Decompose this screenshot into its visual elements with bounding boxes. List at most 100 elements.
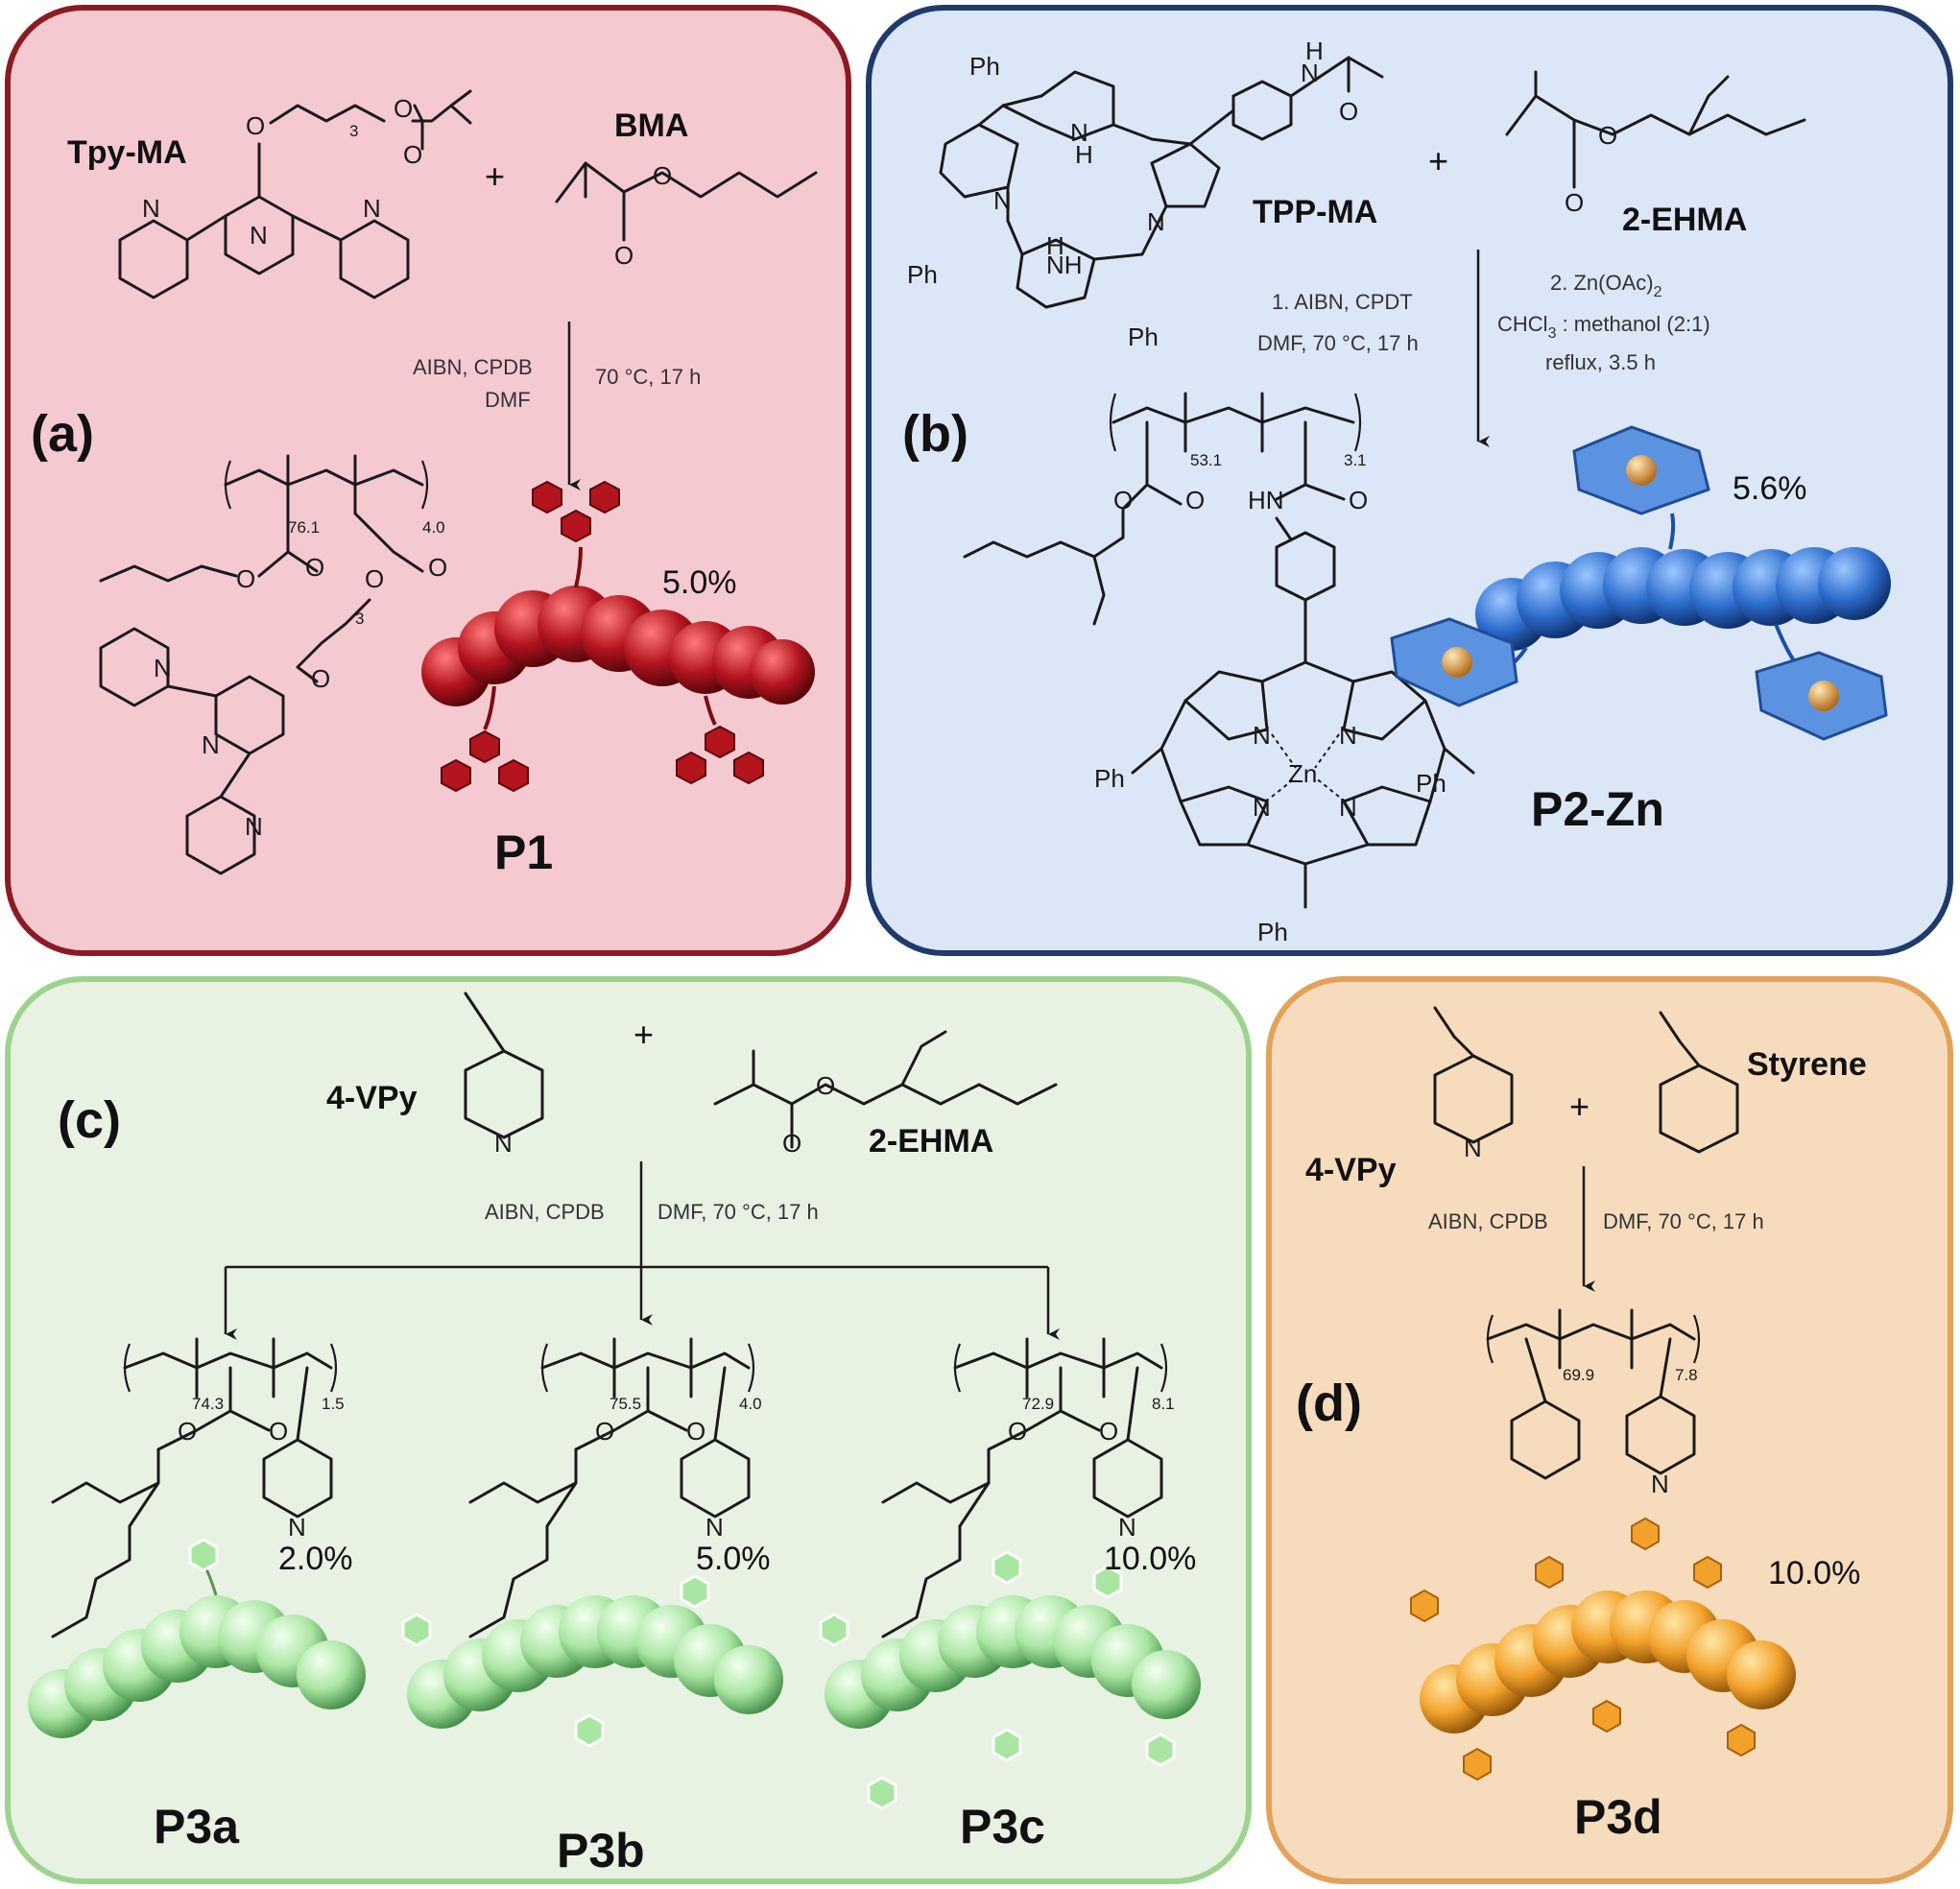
cond-d-right: DMF, 70 °C, 17 h — [1603, 1209, 1764, 1233]
p2-o3: O — [1349, 486, 1368, 514]
tpp-ph-3: Ph — [1128, 323, 1159, 351]
tpp-ma-structure: Ph Ph Ph H N N N H NH H N O — [907, 36, 1384, 351]
ehma-structure-c: O O — [713, 1030, 1058, 1158]
ehma-b-o2: O — [1598, 121, 1617, 150]
p1-o1: O — [305, 553, 324, 582]
p3a-name: P3a — [154, 1800, 240, 1853]
cond-b-1b: DMF, 70 °C, 17 h — [1257, 331, 1419, 355]
tpy-ma-structure: O O O 3 N N N — [118, 89, 472, 299]
p3a-o1: O — [178, 1417, 197, 1446]
panel-c: (c) 4-VPy 2-EHMA + N O O AIBN, CPDB DMF,… — [28, 992, 1201, 1877]
p3b-sub-x: 75.5 — [610, 1395, 641, 1413]
panel-c-label: (c) — [58, 1091, 121, 1149]
cond-b-1a: 1. AIBN, CPDT — [1272, 290, 1413, 314]
panel-a: (a) Tpy-MA BMA + O O O 3 N N N O O — [31, 89, 818, 879]
p2-hn: HN — [1248, 486, 1284, 514]
p3a-percent: 2.0% — [278, 1541, 353, 1577]
tpy-o-atom: O — [246, 111, 265, 140]
p2-structure: 53.1 3.1 O O HN O N N N N — [963, 392, 1475, 946]
tpp-ma-label: TPP-MA — [1253, 194, 1377, 230]
tpp-nh-2: NH — [1046, 251, 1083, 279]
panel-d-box — [1266, 976, 1953, 1884]
cond-b-2b-post: : methanol (2:1) — [1556, 312, 1709, 336]
p1-percent: 5.0% — [662, 564, 737, 601]
p2-o2: O — [1113, 486, 1133, 514]
p1-name: P1 — [494, 825, 553, 879]
ehma-label-b: 2-EHMA — [1622, 202, 1747, 238]
p3a-sub-y: 1.5 — [322, 1395, 345, 1413]
panel-b-label: (b) — [902, 405, 968, 463]
p2-n2: N — [1339, 721, 1357, 750]
plus-sign-b: + — [1428, 141, 1448, 180]
p3c-sub-x: 72.9 — [1022, 1395, 1054, 1413]
p3c-structure: 72.9 8.1 O O N — [881, 1337, 1175, 1638]
p3a-structure: 74.3 1.5 O O N — [51, 1337, 345, 1638]
tpp-h-amide: H — [1305, 36, 1324, 65]
p1-sub-n: 3 — [355, 610, 364, 628]
p1-n2: N — [154, 654, 172, 682]
bma-o-atom: O — [614, 241, 633, 270]
panel-b: (b) TPP-MA 2-EHMA + Ph Ph Ph H N N N H N… — [902, 36, 1891, 946]
cond-b-2a-text: 2. Zn(OAc) — [1550, 271, 1654, 295]
panel-b-box — [866, 5, 1953, 956]
tpp-ph-2: Ph — [907, 260, 938, 289]
tpy-n1-atom: N — [142, 194, 160, 223]
vpy-label-d: 4-VPy — [1305, 1152, 1397, 1188]
cond-b-2b-sub: 3 — [1548, 325, 1557, 342]
p2-ph-2: Ph — [1416, 769, 1446, 798]
p3a-o2: O — [269, 1417, 288, 1446]
panel-d-label: (d) — [1296, 1375, 1362, 1432]
p3b-n: N — [705, 1513, 724, 1542]
tpp-ph-1: Ph — [969, 52, 1000, 81]
p2-name: P2-Zn — [1531, 782, 1664, 836]
p3b-structure: 75.5 4.0 O O N — [468, 1337, 762, 1638]
tpy-n3-atom: N — [363, 194, 381, 223]
vpy-structure-c: N — [464, 992, 544, 1158]
p3d-sub-x: 69.9 — [1563, 1366, 1594, 1384]
tpp-n3: N — [1147, 207, 1165, 236]
p1-bead-chain — [421, 480, 815, 793]
p1-o3: O — [365, 564, 384, 593]
tpp-o-amide: O — [1339, 97, 1358, 126]
p3d-bead-chain — [1410, 1517, 1796, 1781]
cond-d-left: AIBN, CPDB — [1428, 1209, 1548, 1233]
tpy-n2-atom: N — [250, 221, 268, 250]
p1-n1: N — [202, 730, 220, 759]
p3c-o2: O — [1099, 1417, 1118, 1446]
p3d-sub-y: 7.8 — [1675, 1366, 1698, 1384]
p3d-structure: 69.9 7.8 N — [1486, 1308, 1701, 1498]
cond-a-right: 70 °C, 17 h — [595, 365, 701, 389]
p3a-sub-x: 74.3 — [192, 1395, 224, 1413]
ehma-label-c: 2-EHMA — [869, 1123, 993, 1160]
ehma-structure-b: O O — [1505, 70, 1806, 217]
cond-b-2b-pre: CHCl — [1497, 312, 1548, 336]
p3b-percent: 5.0% — [696, 1541, 771, 1577]
p1-sub-y: 4.0 — [422, 518, 445, 537]
p3b-sub-y: 4.0 — [739, 1395, 762, 1413]
vpy-structure-d: N — [1433, 1006, 1514, 1162]
p2-sub-y: 3.1 — [1344, 451, 1367, 469]
bma-o2-atom: O — [653, 161, 672, 190]
vpy-d-n: N — [1464, 1134, 1482, 1162]
p1-structure: 76.1 4.0 O O O O 3 O N N N — [99, 454, 447, 875]
p2-n4: N — [1339, 793, 1357, 822]
p3d-n: N — [1651, 1470, 1669, 1498]
ehma-c-o1: O — [782, 1129, 801, 1158]
p3c-percent: 10.0% — [1104, 1541, 1196, 1577]
p3c-sub-y: 8.1 — [1152, 1395, 1175, 1413]
p1-o4: O — [428, 553, 447, 582]
tpp-h2: H — [1046, 231, 1064, 260]
panel-a-label: (a) — [31, 405, 94, 463]
tpy-ma-label: Tpy-MA — [67, 134, 187, 171]
p3a-bead-chain — [28, 1538, 366, 1738]
vpy-c-n: N — [494, 1129, 513, 1158]
p3b-o2: O — [686, 1417, 705, 1446]
vpy-label-c: 4-VPy — [326, 1080, 418, 1116]
p1-o5: O — [311, 664, 330, 693]
cond-b-2c: reflux, 3.5 h — [1545, 350, 1656, 374]
p1-o2: O — [236, 564, 255, 593]
cond-c-right: DMF, 70 °C, 17 h — [657, 1200, 819, 1224]
p2-ph-1: Ph — [1094, 764, 1125, 793]
